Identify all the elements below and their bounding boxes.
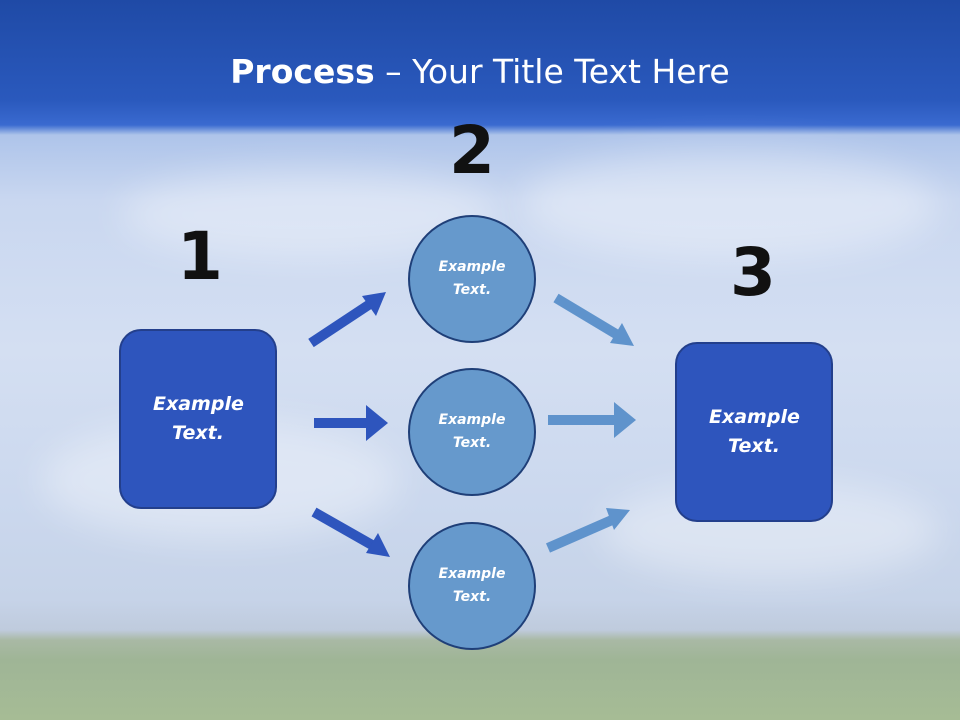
step-2-circle-bottom[interactable]: Example Text. — [408, 522, 536, 650]
step-3-label: Example Text. — [709, 406, 800, 457]
arrow-from-bottom-circle — [545, 515, 615, 553]
arrow-from-top-circle — [553, 293, 619, 339]
arrow-head — [366, 533, 390, 557]
arrow-head — [614, 402, 636, 438]
step-3-box[interactable]: Example Text. — [675, 342, 833, 522]
step-1-box[interactable]: Example Text. — [119, 329, 277, 509]
step-number-3: 3 — [730, 234, 776, 311]
step-2-circle-middle[interactable]: Example Text. — [408, 368, 536, 496]
step-1-label: Example Text. — [153, 393, 244, 444]
step-number-1: 1 — [177, 218, 223, 295]
circle-label: Example Text. — [438, 412, 506, 451]
arrow-to-top-circle — [308, 299, 373, 348]
step-number-2: 2 — [449, 112, 495, 189]
title-rest: – Your Title Text Here — [374, 52, 730, 91]
circle-label: Example Text. — [438, 566, 506, 605]
slide-title: Process – Your Title Text Here — [0, 52, 960, 91]
arrow-head — [610, 323, 634, 346]
title-bold: Process — [230, 52, 375, 91]
arrow-head — [362, 292, 386, 316]
arrow-head — [606, 508, 630, 530]
arrow-head — [366, 405, 388, 441]
arrow-to-bottom-circle — [311, 507, 375, 550]
cloud-decoration — [520, 150, 940, 260]
step-2-circle-top[interactable]: Example Text. — [408, 215, 536, 343]
circle-label: Example Text. — [438, 259, 506, 298]
